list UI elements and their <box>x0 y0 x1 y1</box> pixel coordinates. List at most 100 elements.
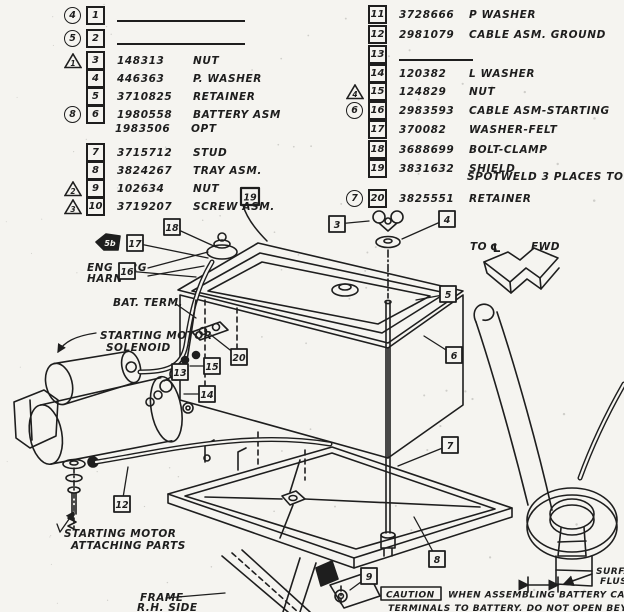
callout-arrow-5b: 5b <box>95 233 121 251</box>
warning-triangle-icon: 4 <box>346 83 364 99</box>
circled-number: 6 <box>346 102 363 119</box>
item-number-box: 4 <box>86 69 105 88</box>
callout-number: 19 <box>243 193 257 204</box>
part-number: 3825551 <box>399 192 455 205</box>
svg-text:3: 3 <box>70 205 75 214</box>
part-description: NUT <box>469 85 496 98</box>
callout-14: 14 <box>183 385 216 403</box>
item-number-box: 15 <box>368 82 387 101</box>
part-description: WASHER-FELT <box>469 123 558 136</box>
battery-terminal-drawing <box>206 232 359 297</box>
part-description: NUT <box>193 182 220 195</box>
circled-number: 7 <box>346 190 363 207</box>
parts-list-item-13: 13 <box>340 45 473 64</box>
item-number-box: 7 <box>86 143 105 162</box>
svg-text:1: 1 <box>70 59 75 68</box>
callout-3: 3 <box>328 215 370 233</box>
callout-number: 6 <box>451 351 458 362</box>
svg-text:4: 4 <box>352 90 357 99</box>
body-panel-drawing <box>473 303 553 511</box>
part-number: 370082 <box>399 123 447 136</box>
part-number: 3728666 <box>399 8 455 21</box>
warning-triangle-icon: 2 <box>64 180 82 196</box>
callout-number: 20 <box>232 353 246 364</box>
caution-note: CAUTION WHEN ASSEMBLING BATTERY CABLE TE… <box>380 586 624 612</box>
item-number-box: 5 <box>86 87 105 106</box>
item-prefix: 5 <box>48 30 86 47</box>
svg-text:2: 2 <box>70 187 75 196</box>
part-description: L WASHER <box>469 67 536 80</box>
part-description: SHIELD <box>469 162 516 175</box>
battery-tray-drawing <box>167 439 513 569</box>
part-number: 148313 <box>117 54 165 67</box>
item-number-box: 17 <box>368 120 387 139</box>
callout-number: 18 <box>165 223 179 234</box>
callout-4: 4 <box>401 210 456 240</box>
flush-label: FLUSH <box>600 577 624 587</box>
item-number-box: 1 <box>86 6 105 25</box>
item-number-box: 16 <box>368 101 387 120</box>
fwd-direction-arrow <box>483 247 560 294</box>
item-prefix: 2 <box>48 180 86 197</box>
surface-label: SURFACE <box>596 567 624 577</box>
part-number: 446363 <box>117 72 165 85</box>
diagram-label-attaching-parts: ATTACHING PARTS <box>70 540 186 552</box>
callout-5: 5 <box>415 285 457 303</box>
part-number: 120382 <box>399 67 447 80</box>
part-number: 3688699 <box>399 143 455 156</box>
alt-part-number: 1983506 <box>115 123 171 135</box>
callout-number: 15 <box>205 362 219 373</box>
part-description: BOLT-CLAMP <box>469 143 548 156</box>
callout-12: 12 <box>113 466 131 513</box>
caution-line2: TERMINALS TO BATTERY. DO NOT OPEN BEYOND <box>388 604 624 612</box>
part-number: 1980558 <box>117 108 173 121</box>
item-number-box: 19 <box>368 159 387 178</box>
part-number: 102634 <box>117 182 165 195</box>
item-prefix: 8 <box>48 106 86 123</box>
blank-part-line <box>117 19 245 22</box>
part-description: P. WASHER <box>193 72 262 85</box>
callout-13: 13 <box>163 363 189 382</box>
item-prefix: 6 <box>340 102 368 119</box>
blank-part-line <box>117 42 245 45</box>
part-number: 3719207 <box>117 200 173 213</box>
item-number-box: 11 <box>368 5 387 24</box>
circled-number: 8 <box>64 106 81 123</box>
part-number: 3824267 <box>117 164 173 177</box>
item-number-box: 13 <box>368 45 387 64</box>
warning-triangle-icon: 1 <box>64 52 82 68</box>
item-number-box: 12 <box>368 25 387 44</box>
part-description: SCREW ASM. <box>193 200 275 213</box>
item-prefix: 1 <box>48 52 86 69</box>
alt-part-description: OPT <box>191 123 217 135</box>
callout-18: 18 <box>163 218 217 248</box>
parts-list-item-11: 11 3728666 P WASHER <box>340 5 536 24</box>
part-number: 3710825 <box>117 90 173 103</box>
callout-number: 7 <box>447 441 454 452</box>
callout-20: 20 <box>210 334 248 366</box>
callout-number: 14 <box>200 390 214 401</box>
item-prefix: 3 <box>48 198 86 215</box>
part-description: NUT <box>193 54 220 67</box>
part-description: P WASHER <box>469 8 537 21</box>
callout-7: 7 <box>397 436 459 467</box>
warning-triangle-icon: 3 <box>64 198 82 214</box>
callout-number: 12 <box>115 500 129 511</box>
item-prefix: 4 <box>48 7 86 24</box>
part-number: 3715712 <box>117 146 173 159</box>
part-description: RETAINER <box>469 192 532 205</box>
circled-number: 5 <box>64 30 81 47</box>
